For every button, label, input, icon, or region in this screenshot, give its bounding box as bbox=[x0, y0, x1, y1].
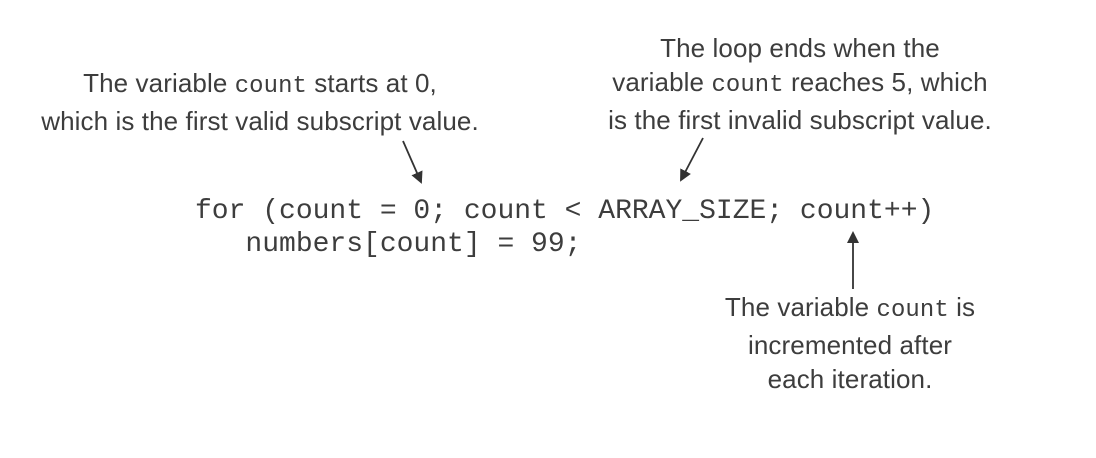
annotation-increment-line3: each iteration. bbox=[767, 364, 933, 394]
inline-code-count: count bbox=[234, 73, 307, 100]
annotation-initialization-line2: which is the first valid subscript value… bbox=[41, 106, 479, 136]
annotation-text: The variable bbox=[724, 292, 877, 322]
annotation-text: reaches 5, which bbox=[783, 67, 988, 97]
code-block: for (count = 0; count < ARRAY_SIZE; coun… bbox=[195, 195, 934, 261]
annotation-condition-line3: is the first invalid subscript value. bbox=[608, 105, 992, 135]
code-line-for-statement: for (count = 0; count < ARRAY_SIZE; coun… bbox=[195, 196, 935, 227]
annotation-increment-line2: incremented after bbox=[747, 330, 953, 360]
annotation-condition-line1: The loop ends when the bbox=[660, 33, 940, 63]
annotation-increment-line1: The variable count is bbox=[670, 290, 1030, 328]
annotation-condition-line2: variable count reaches 5, which bbox=[570, 65, 1030, 103]
annotation-text: is bbox=[948, 292, 976, 322]
arrow-to-initialization-icon bbox=[402, 140, 423, 184]
inline-code-count: count bbox=[876, 297, 949, 324]
annotation-loop-condition: The loop ends when the variable count re… bbox=[570, 31, 1030, 137]
code-line-loop-body: numbers[count] = 99; bbox=[195, 229, 582, 260]
annotation-text: starts at 0, bbox=[306, 68, 437, 98]
inline-code-count: count bbox=[711, 72, 784, 99]
annotation-initialization-line1: The variable count starts at 0, bbox=[10, 66, 510, 104]
annotation-text: The variable bbox=[83, 68, 235, 98]
annotation-increment: The variable count is incremented after … bbox=[670, 290, 1030, 396]
annotation-text: variable bbox=[612, 67, 712, 97]
annotation-initialization: The variable count starts at 0, which is… bbox=[10, 66, 510, 138]
arrow-to-condition-icon bbox=[680, 137, 704, 182]
